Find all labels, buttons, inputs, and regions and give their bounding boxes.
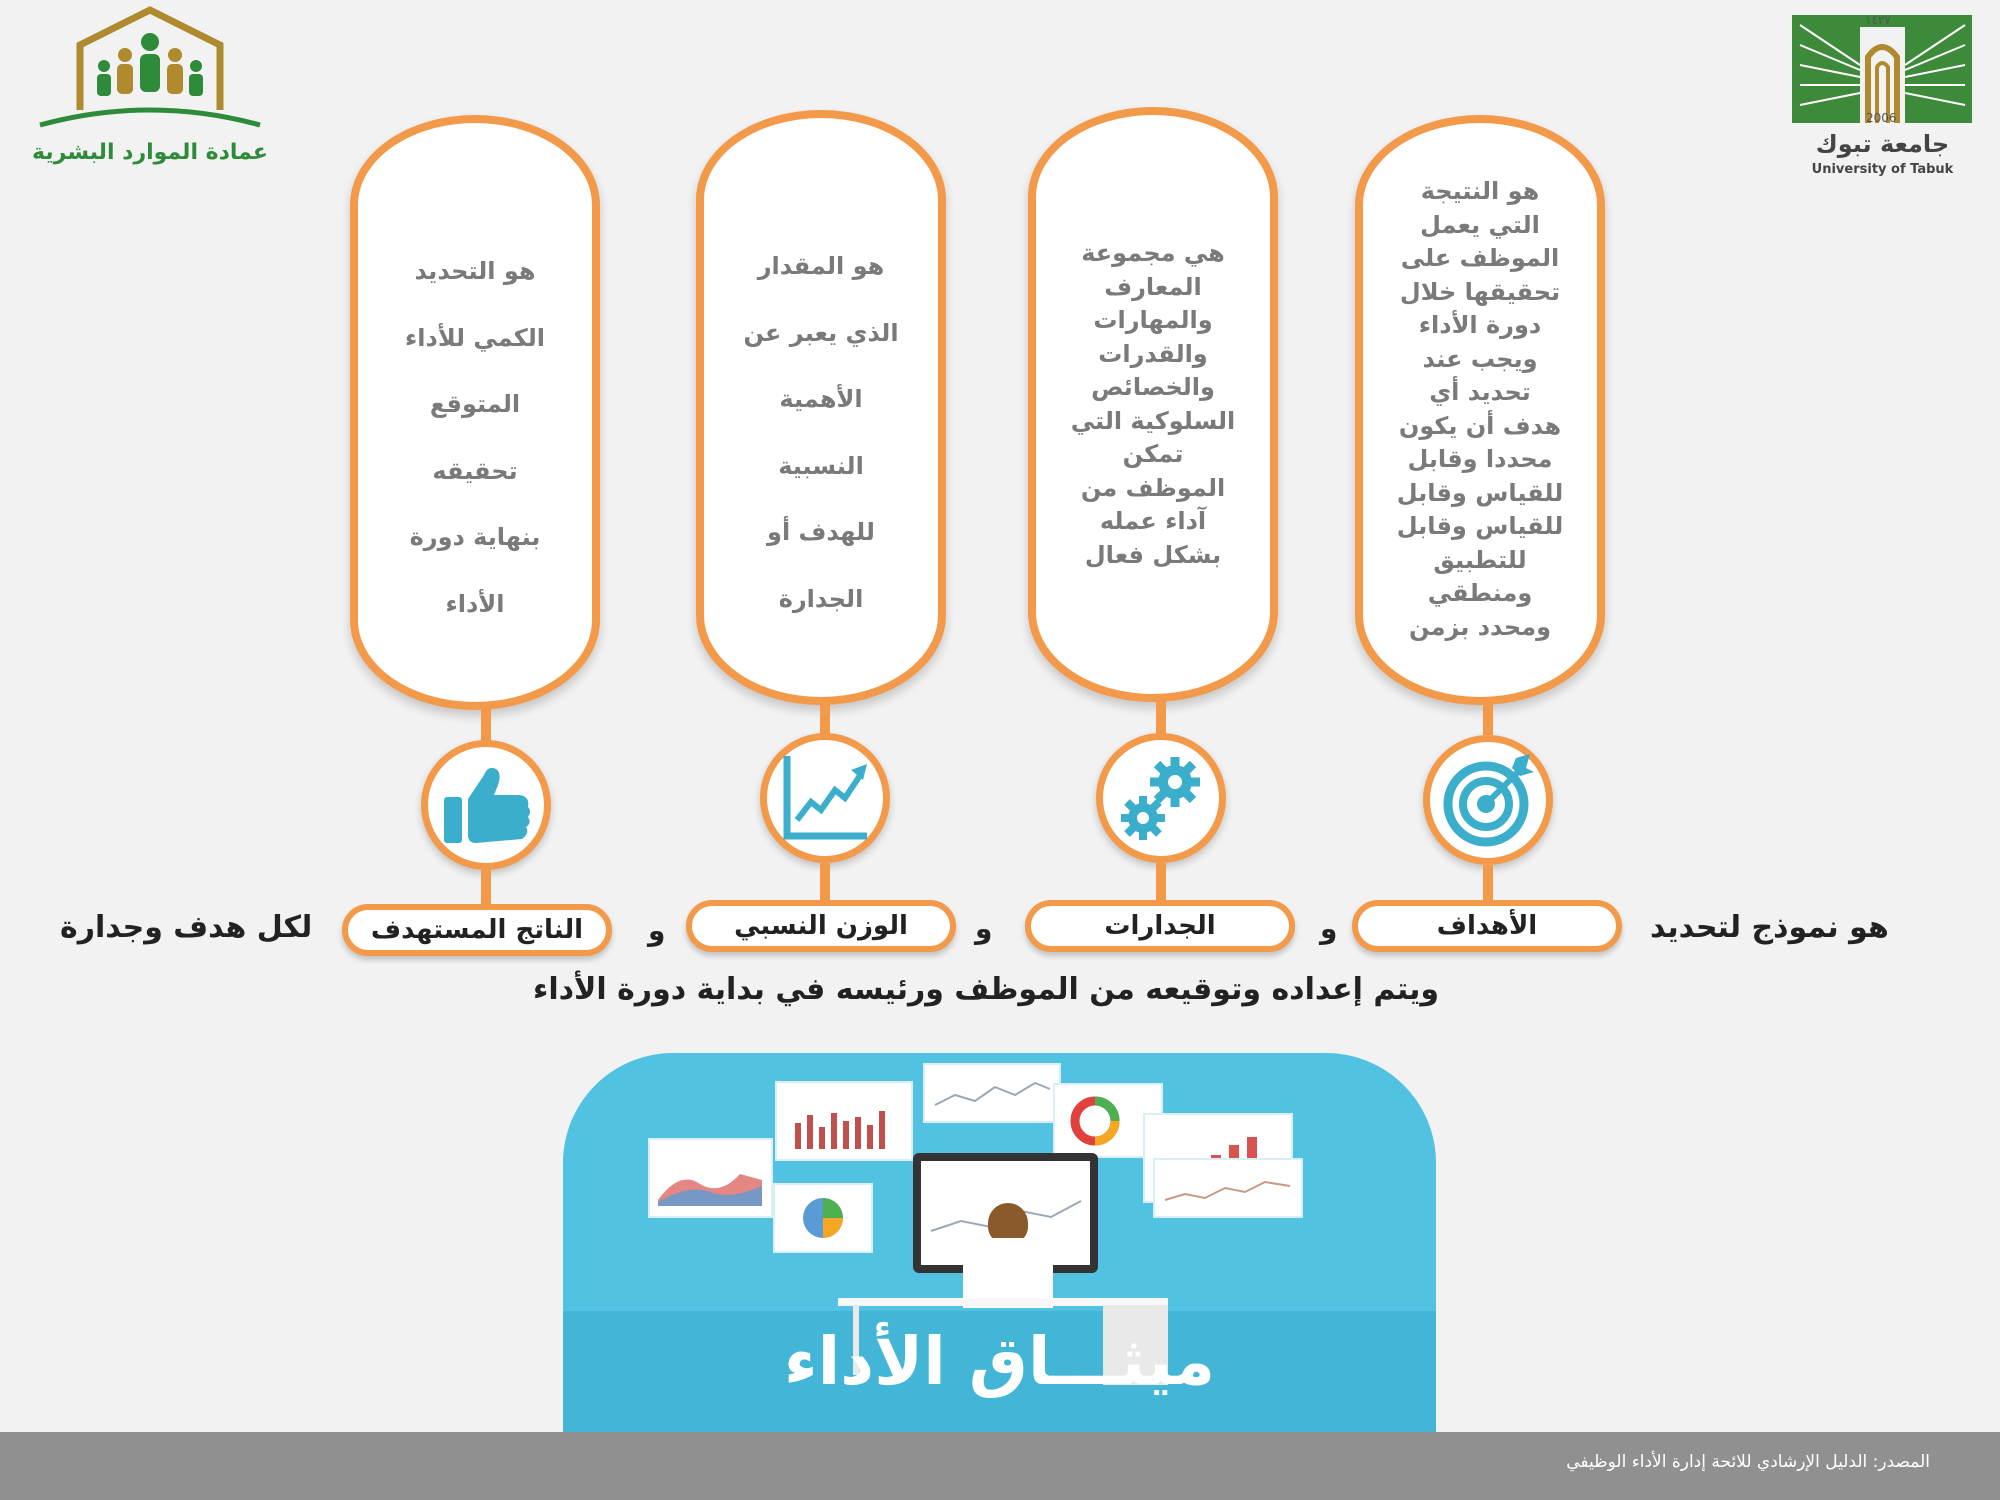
intro-text: هو نموذج لتحديد	[1650, 910, 1889, 945]
desk	[838, 1298, 1168, 1306]
pillar-target-output-label: الناتج المستهدف	[342, 904, 612, 956]
pillar-target-output-badge	[421, 740, 551, 870]
person-head	[988, 1203, 1028, 1243]
pillar-competencies-stem	[1156, 698, 1166, 735]
pillar-competencies-badge	[1096, 733, 1226, 863]
university-logo: ١٤٢٧ 2006 جامعة تبوك University of Tabuk	[1780, 5, 1995, 180]
line-chart-icon	[934, 1081, 1051, 1106]
target-icon	[1443, 754, 1534, 847]
pie-chart-card	[773, 1183, 873, 1253]
year-gregorian: 2006	[1866, 111, 1897, 125]
thumbs-up-icon	[444, 767, 530, 843]
illustration-floor	[563, 1311, 1436, 1433]
pillar-target-output-stem	[481, 706, 491, 742]
conjunction-and-2: و	[975, 912, 993, 945]
pillar-relative-weight-stem	[820, 701, 830, 735]
bar-chart-card	[775, 1081, 913, 1161]
pillar-competencies-stem-lower	[1156, 863, 1166, 905]
university-name-en: University of Tabuk	[1811, 162, 1954, 177]
line-chart-card	[923, 1063, 1061, 1123]
footer-source: المصدر: الدليل الإرشادي للائحة إدارة الأ…	[1566, 1452, 1930, 1472]
pillar-goals-badge	[1423, 735, 1553, 865]
hr-deanship-name: عمادة الموارد البشرية	[32, 140, 268, 165]
pillar-goals-label: الأهداف	[1352, 900, 1622, 952]
footer-bar: المصدر: الدليل الإرشادي للائحة إدارة الأ…	[0, 1432, 2000, 1500]
area-chart-card	[648, 1138, 773, 1218]
pillar-relative-weight-badge	[760, 733, 890, 863]
pillar-target-output-stem-lower	[481, 870, 491, 908]
gears-icon	[1121, 757, 1200, 840]
person-body	[963, 1238, 1053, 1308]
conjunction-and-1: و	[1320, 912, 1338, 945]
university-emblem-icon	[1792, 15, 1972, 123]
signing-sentence: ويتم إعداده وتوقيعه من الموظف ورئيسه في …	[533, 972, 1440, 1007]
performance-charter-illustration: ميثـــاق الأداء	[563, 1053, 1436, 1433]
donut-chart-icon	[1070, 1096, 1120, 1146]
sparkline-icon	[1164, 1180, 1291, 1201]
pillar-relative-weight-stem-lower	[820, 863, 830, 903]
year-hijri: ١٤٢٧	[1865, 13, 1891, 27]
pillar-goals-stem-lower	[1483, 865, 1493, 905]
pillar-goals-stem	[1483, 700, 1493, 735]
hr-house-icon	[39, 6, 261, 128]
sparkline-card	[1153, 1158, 1303, 1218]
desk-leg-left	[853, 1305, 859, 1375]
conjunction-and-3: و	[648, 914, 666, 947]
outro-text: لكل هدف وجدارة	[60, 910, 313, 945]
pillar-competencies-label: الجدارات	[1025, 900, 1295, 952]
trend-chart-icon	[783, 756, 867, 840]
pie-chart-icon	[803, 1198, 843, 1238]
bar-chart-icon	[795, 1111, 885, 1149]
charter-title: ميثـــاق الأداء	[783, 1323, 1216, 1400]
area-chart-icon	[658, 1174, 762, 1206]
university-name-ar: جامعة تبوك	[1815, 130, 1950, 158]
pillar-relative-weight-label: الوزن النسبي	[686, 900, 956, 952]
hr-deanship-logo: عمادة الموارد البشرية	[0, 0, 310, 180]
desk-drawers	[1103, 1305, 1168, 1385]
